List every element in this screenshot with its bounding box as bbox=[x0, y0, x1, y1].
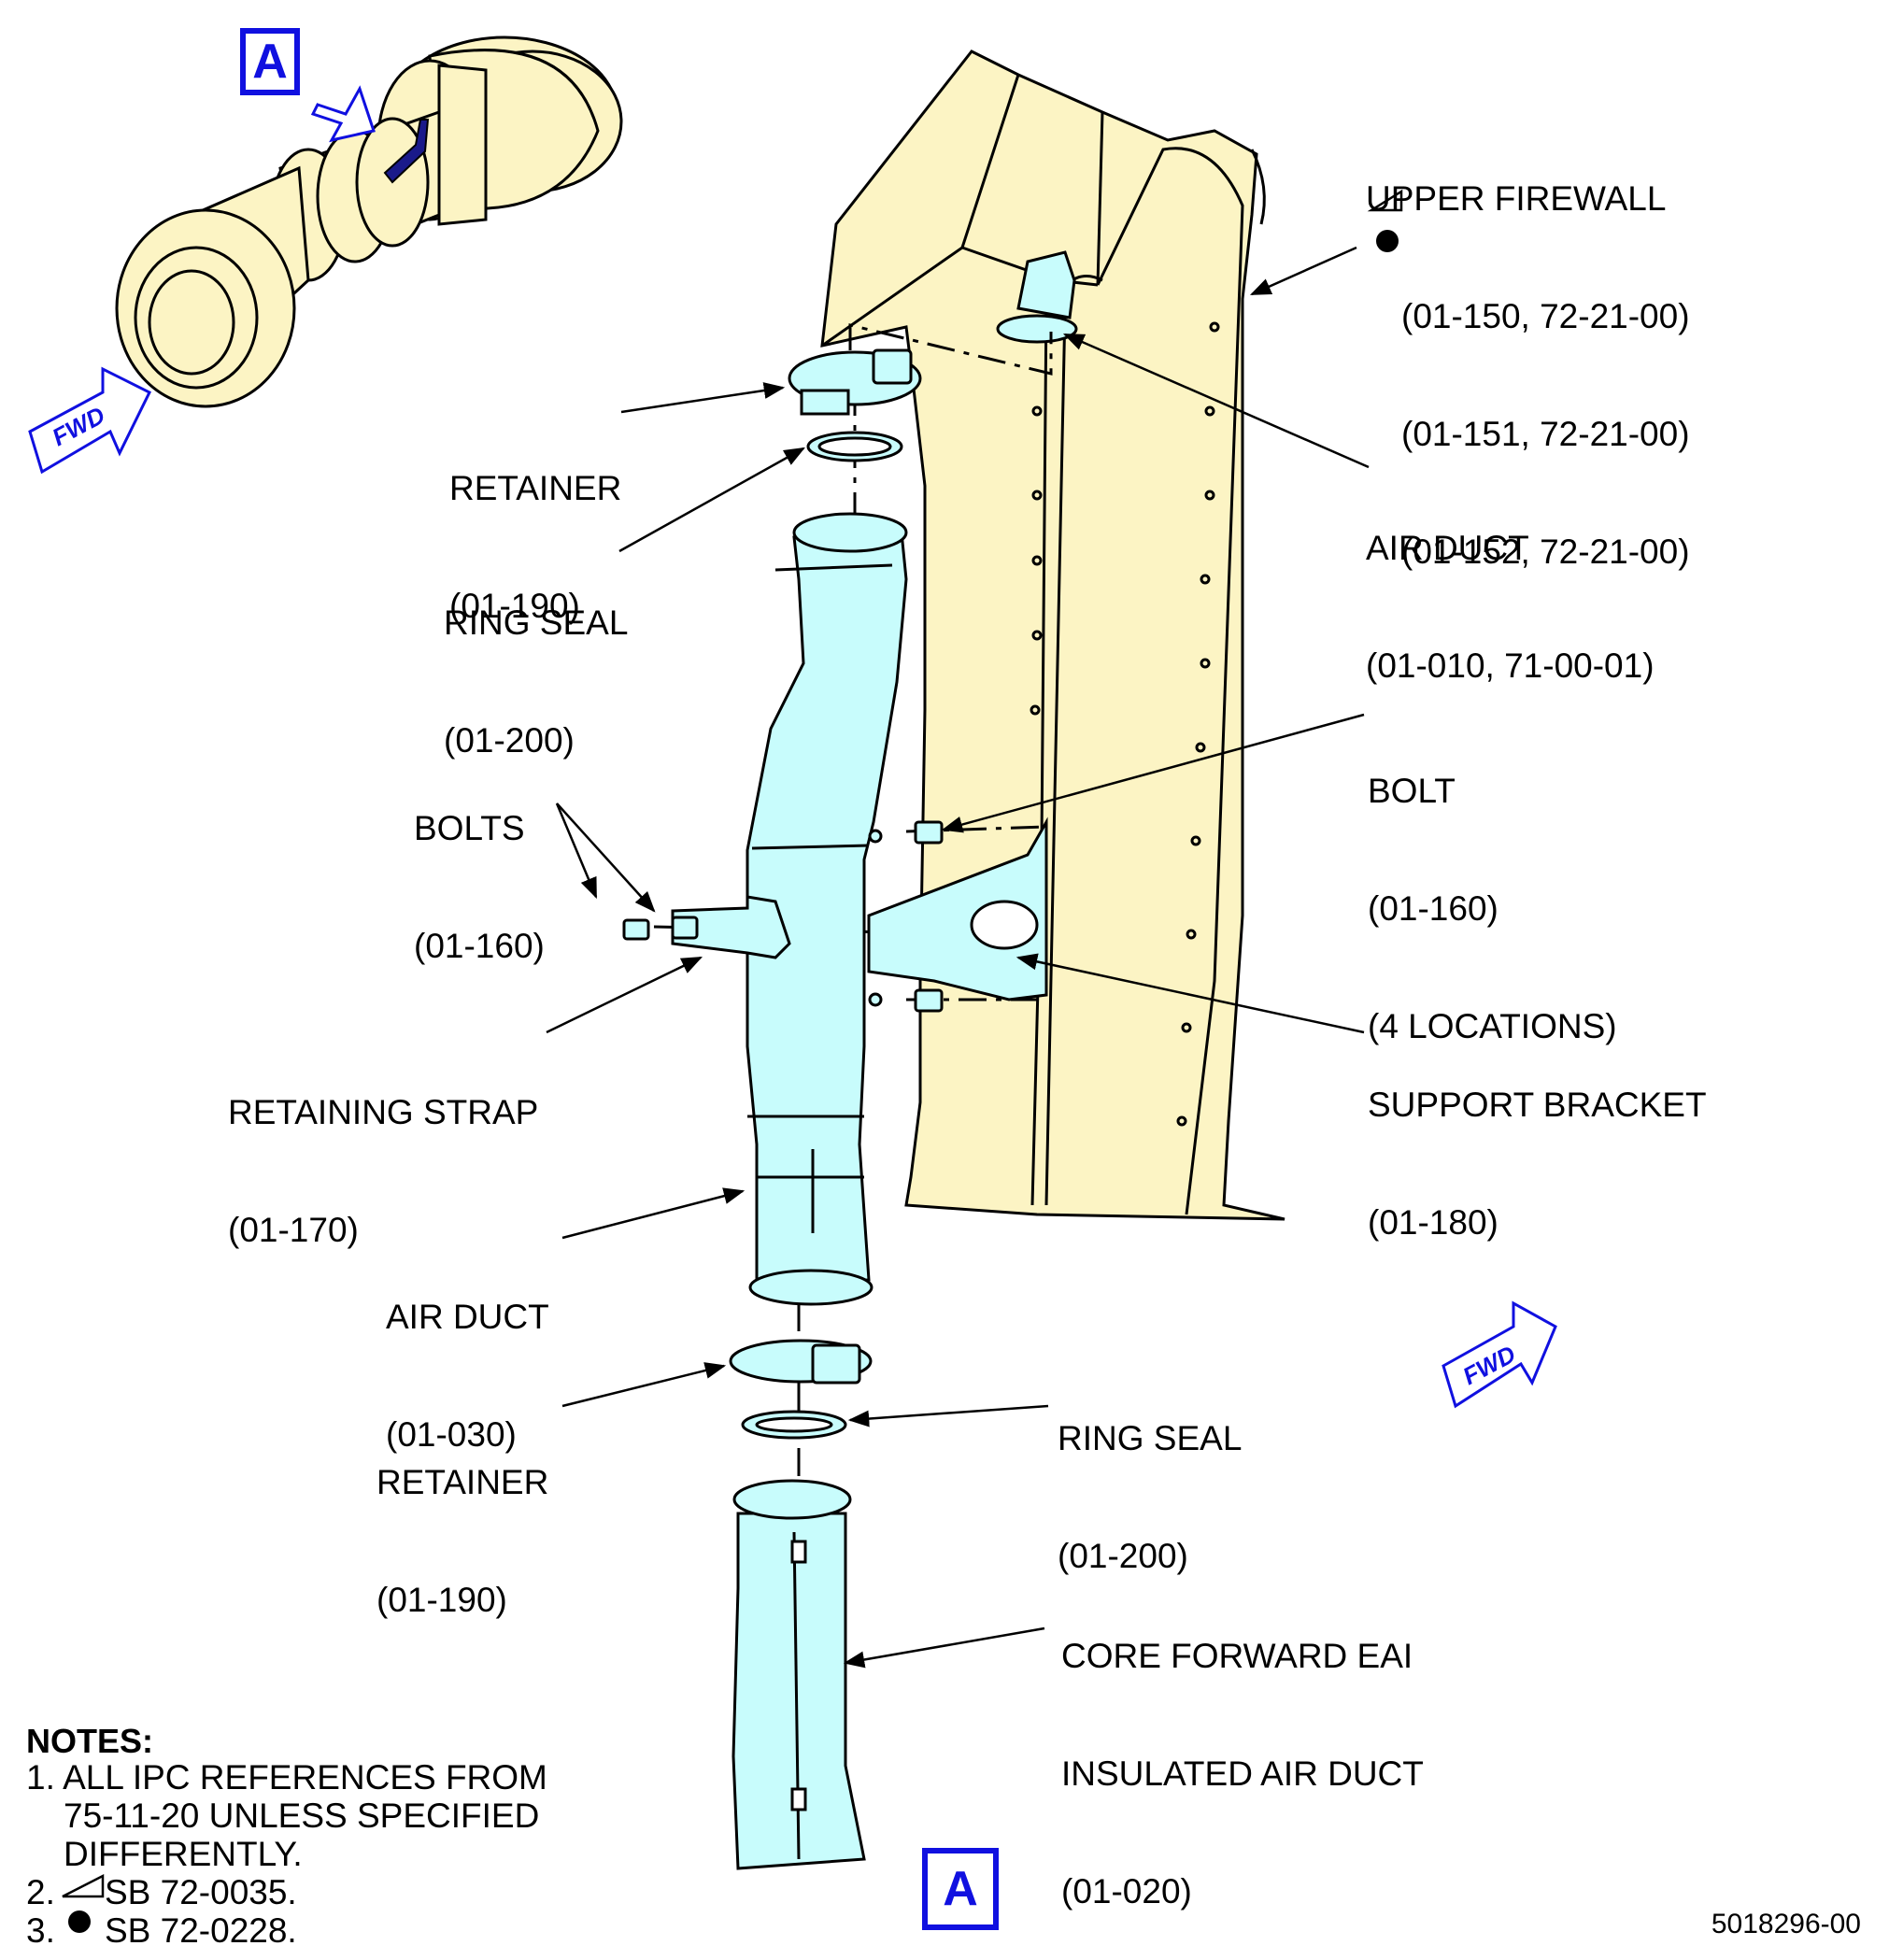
note-3-number: 3. bbox=[26, 1911, 55, 1950]
core-duct-line-1: CORE FORWARD EAI bbox=[1061, 1637, 1413, 1675]
core-forward-duct-part bbox=[731, 1479, 866, 1870]
upper-firewall-ref-3: (01-152, 72-21-00) bbox=[1401, 533, 1690, 571]
firewall-air-duct bbox=[996, 250, 1078, 344]
callout-core-duct: CORE FORWARD EAI INSULATED AIR DUCT (01-… bbox=[1061, 1558, 1424, 1951]
triangle-note-symbol-notes bbox=[62, 1873, 105, 1898]
core-duct-line-2: INSULATED AIR DUCT bbox=[1061, 1754, 1424, 1793]
fwd-arrow-right: FWD bbox=[1442, 1300, 1557, 1409]
retaining-strap-ref: (01-170) bbox=[228, 1211, 359, 1249]
upper-firewall-name: UPPER FIREWALL bbox=[1366, 179, 1667, 218]
leader-lines bbox=[546, 246, 1370, 1669]
support-bracket-name: SUPPORT BRACKET bbox=[1368, 1086, 1707, 1124]
callout-retaining-strap: RETAINING STRAP (01-170) bbox=[228, 1015, 538, 1289]
note-1-line-2: 75-11-20 UNLESS SPECIFIED bbox=[64, 1797, 540, 1835]
support-bracket-ref: (01-180) bbox=[1368, 1203, 1498, 1242]
air-duct-top-name: AIR DUCT bbox=[1366, 529, 1529, 567]
air-duct-mid-ref: (01-030) bbox=[386, 1415, 517, 1454]
note-3-text: SB 72-0228. bbox=[105, 1911, 297, 1950]
callout-support-bracket: SUPPORT BRACKET (01-180) bbox=[1368, 1007, 1707, 1282]
view-marker-bottom: A bbox=[922, 1848, 999, 1930]
support-bracket-part bbox=[867, 817, 1048, 1001]
ring-seal-bottom-ref: (01-200) bbox=[1058, 1537, 1188, 1575]
ring-seal-bottom-part bbox=[741, 1410, 847, 1440]
view-direction-arrow bbox=[310, 85, 376, 143]
callout-retainer-top: RETAINER (01-190) bbox=[449, 391, 621, 665]
callout-retainer-bottom: RETAINER (01-190) bbox=[376, 1385, 548, 1659]
callout-air-duct-mid: AIR DUCT (01-030) bbox=[386, 1219, 549, 1494]
main-air-duct bbox=[746, 512, 908, 1306]
note-1-line-1: 1. ALL IPC REFERENCES FROM bbox=[26, 1758, 547, 1797]
retaining-strap-name: RETAINING STRAP bbox=[228, 1093, 539, 1131]
callout-ring-seal-bottom: RING SEAL (01-200) bbox=[1058, 1341, 1242, 1615]
ring-seal-bottom-name: RING SEAL bbox=[1058, 1419, 1243, 1457]
retainer-bottom-part bbox=[729, 1339, 873, 1385]
core-duct-ref: (01-020) bbox=[1061, 1872, 1192, 1910]
callout-upper-firewall: UPPER FIREWALL (01-150, 72-21-00) (01-15… bbox=[1366, 101, 1690, 611]
callout-ring-seal-top: RING SEAL (01-200) bbox=[444, 525, 628, 800]
fwd-arrow-left: FWD bbox=[28, 366, 152, 475]
dot-note-symbol-notes bbox=[68, 1910, 91, 1933]
upper-firewall-ref-1: (01-150, 72-21-00) bbox=[1401, 297, 1690, 335]
bolts-ref: (01-160) bbox=[414, 927, 545, 965]
ring-seal-top-part bbox=[806, 431, 903, 462]
bolt-ref: (01-160) bbox=[1368, 889, 1498, 928]
bolt-qty: (4 LOCATIONS) bbox=[1368, 1007, 1617, 1045]
view-marker-top: A bbox=[240, 28, 300, 95]
engine-locator-view bbox=[115, 36, 623, 408]
ring-seal-top-ref: (01-200) bbox=[444, 721, 575, 760]
note-2-text: SB 72-0035. bbox=[105, 1873, 297, 1911]
air-duct-mid-name: AIR DUCT bbox=[386, 1298, 549, 1336]
engine-duct-highlight bbox=[383, 119, 430, 184]
retainer-bottom-ref: (01-190) bbox=[376, 1581, 507, 1619]
callout-air-duct-top: AIR DUCT (01-010, 71-00-01) bbox=[1366, 450, 1655, 725]
bolts-name: BOLTS bbox=[414, 809, 525, 847]
figure-number: 5018296-00 bbox=[1711, 1909, 1861, 1939]
callout-bolt: BOLT (01-160) (4 LOCATIONS) bbox=[1368, 693, 1617, 1086]
bolt-name: BOLT bbox=[1368, 772, 1456, 810]
air-duct-top-ref: (01-010, 71-00-01) bbox=[1366, 646, 1655, 685]
bolt-parts bbox=[622, 820, 944, 1013]
note-2-number: 2. bbox=[26, 1873, 55, 1911]
retainer-top-part bbox=[788, 348, 922, 416]
upper-firewall-ref-2: (01-151, 72-21-00) bbox=[1401, 415, 1690, 453]
callout-bolts: BOLTS (01-160) bbox=[414, 731, 545, 1005]
dot-note-symbol bbox=[1376, 230, 1399, 252]
retainer-bottom-name: RETAINER bbox=[376, 1463, 549, 1501]
retaining-strap-part bbox=[671, 895, 791, 959]
notes-title: NOTES: bbox=[26, 1722, 154, 1760]
retainer-top-ref: (01-190) bbox=[449, 587, 580, 625]
note-1-line-3: DIFFERENTLY. bbox=[64, 1835, 303, 1873]
ring-seal-top-name: RING SEAL bbox=[444, 604, 629, 642]
triangle-note-symbol bbox=[1367, 189, 1403, 212]
retainer-top-name: RETAINER bbox=[449, 469, 622, 507]
